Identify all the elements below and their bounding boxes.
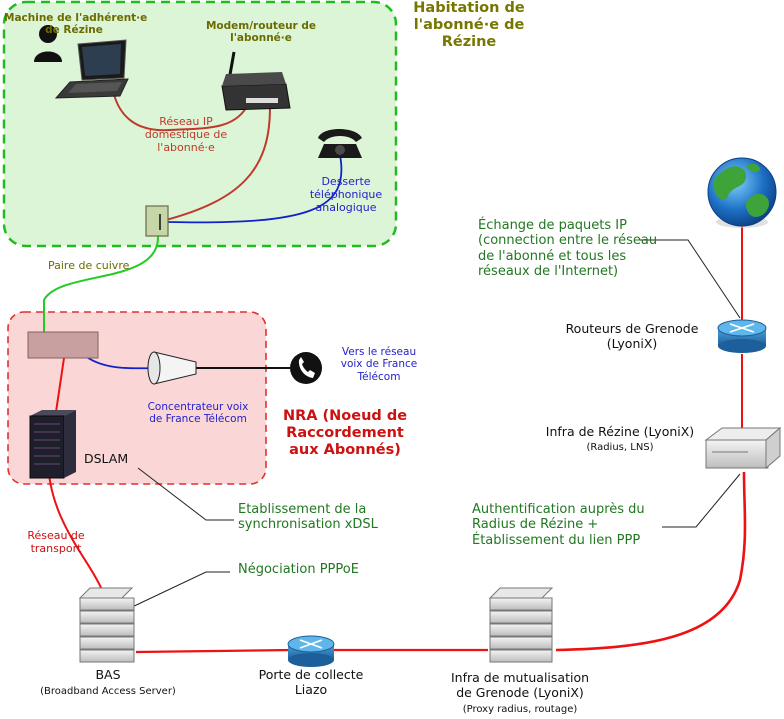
- bas-sub-label: (Broadband Access Server): [40, 686, 176, 697]
- phone-line-label: Desserte téléphonique analogique: [309, 175, 383, 214]
- xdsl-leader: [137, 467, 234, 521]
- modem-splitter-link: [165, 107, 271, 221]
- xdsl-sync-annotation: Etablissement de la synchronisation xDSL: [238, 502, 378, 533]
- ip-exchange-leader: [640, 239, 741, 319]
- home-splitter-icon: [145, 205, 169, 237]
- annotation-leaders: [129, 239, 741, 609]
- pppoe-leader: [129, 571, 230, 609]
- auth-leader: [662, 473, 741, 528]
- transport-link: [47, 457, 103, 591]
- auth-annotation: Authentification auprès du Radius de Réz…: [472, 502, 645, 548]
- voice-concentrator-label: Concentrateur voix de France Télécom: [147, 401, 249, 426]
- nra-splitter-icon: [27, 331, 99, 359]
- home-ip-network-label: Réseau IP domestique de l'abonné·e: [144, 115, 228, 154]
- mutual-infra-label: Infra de mutualisation de Grenode (Lyoni…: [450, 670, 590, 700]
- collect-point-label: Porte de collecte Liazo: [258, 667, 364, 697]
- ip-exchange-annotation: Échange de paquets IP (connection entre …: [478, 218, 658, 279]
- nra-zone-title: NRA (Noeud de Raccordement aux Abonnés): [282, 408, 408, 459]
- copper-pair-link: [43, 235, 160, 332]
- modem-router-icon: [221, 51, 291, 111]
- bas-server-icon: [78, 587, 135, 663]
- bas-label: BAS: [95, 667, 121, 682]
- member-machine-label: Machine de l'adhérent·e de Rézine: [4, 12, 148, 37]
- grenode-routers-label: Routeurs de Grenode (LyoniX): [565, 321, 699, 351]
- transport-network-label: Réseau de transport: [27, 529, 85, 555]
- collect-router-icon: [287, 635, 335, 667]
- rezine-infra-label: Infra de Rézine (LyoniX): [545, 424, 695, 439]
- dslam-label: DSLAM: [84, 451, 129, 466]
- to-ft-voice-label: Vers le réseau voix de France Télécom: [340, 346, 418, 383]
- laptop-icon: [54, 39, 129, 99]
- voice-concentrator-icon: [147, 351, 197, 385]
- mutual-infra-sub-label: (Proxy radius, routage): [462, 704, 578, 715]
- dslam-icon: [29, 410, 76, 479]
- rezine-infra-server-icon: [704, 426, 782, 470]
- home-ip-link: [111, 85, 247, 132]
- mutual-rezine-link: [555, 471, 747, 652]
- phone-line-link: [167, 154, 343, 224]
- pppoe-annotation: Négociation PPPoE: [238, 562, 359, 577]
- rezine-infra-sub-label: (Radius, LNS): [586, 442, 654, 453]
- home-zone-title: Habitation de l'abonné·e de Rézine: [413, 0, 525, 51]
- phone-circle-icon: [290, 352, 322, 384]
- telephone-icon: [318, 129, 362, 158]
- copper-pair-label: Paire de cuivre: [48, 259, 130, 272]
- internet-globe-icon: [707, 157, 777, 228]
- bas-collect-link: [135, 648, 293, 654]
- grenode-router-icon: [717, 319, 767, 353]
- splitter-dslam-link: [55, 357, 65, 413]
- person-icon: [34, 25, 62, 62]
- mutual-infra-server-icon: [488, 587, 554, 663]
- modem-label: Modem/routeur de l'abonné·e: [205, 20, 317, 45]
